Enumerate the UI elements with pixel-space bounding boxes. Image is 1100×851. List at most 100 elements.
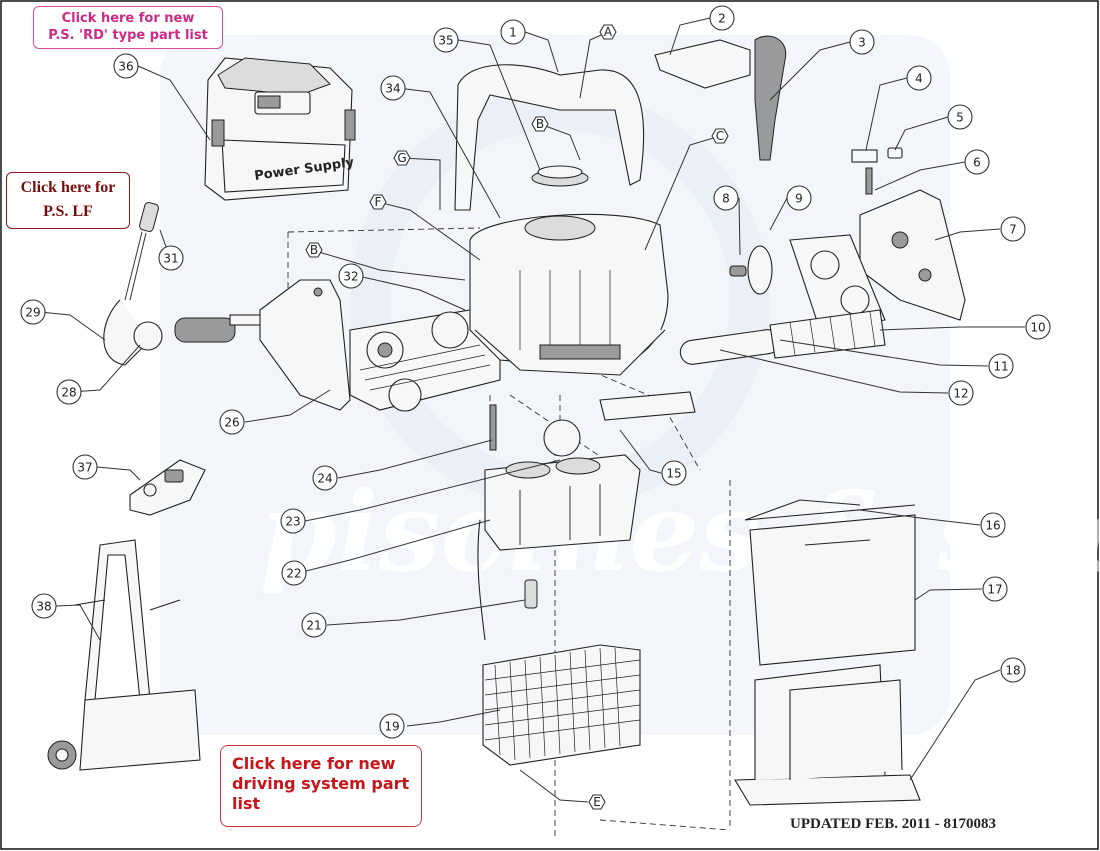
- callout-15-label: 15: [666, 467, 681, 481]
- callout-37-label: 37: [77, 461, 92, 475]
- callout-2-label: 2: [718, 12, 726, 26]
- callout-1-label: 1: [509, 26, 517, 40]
- callout-B-left-label: B: [310, 243, 318, 257]
- left-drive-assembly: [349, 309, 501, 412]
- callout-29: 29: [20, 299, 46, 325]
- callout-G-label: G: [397, 151, 406, 165]
- callout-26-label: 26: [224, 416, 239, 430]
- callout-34-label: 34: [385, 82, 400, 96]
- callout-E-label: E: [593, 795, 601, 809]
- callout-18: 18: [1000, 657, 1026, 683]
- callout-4-label: 4: [915, 72, 923, 86]
- ds-link-line1: Click here for new: [232, 754, 396, 773]
- callout-24-label: 24: [317, 472, 332, 486]
- callout-7: 7: [1000, 216, 1026, 242]
- filter-bag-assembly: [734, 499, 921, 806]
- remote-part: [129, 459, 206, 516]
- filter-basket-part: [482, 644, 641, 766]
- callout-28: 28: [56, 379, 82, 405]
- callout-23: 23: [280, 508, 306, 534]
- callout-4: 4: [906, 65, 932, 91]
- callout-6: 6: [964, 149, 990, 175]
- watermark-text: piscines & spas: [260, 467, 1100, 596]
- connector-part: [124, 202, 159, 301]
- callout-A: A: [599, 24, 617, 40]
- side-cover-right: [851, 147, 966, 321]
- callout-38-label: 38: [36, 600, 51, 614]
- plug-part: [524, 579, 538, 609]
- robot-body-part: [469, 213, 669, 376]
- callout-B-top-label: B: [536, 117, 544, 131]
- callout-24: 24: [312, 465, 338, 491]
- callout-22-label: 22: [286, 567, 301, 581]
- callout-31-label: 31: [163, 252, 178, 266]
- callout-16-label: 16: [985, 519, 1000, 533]
- callout-17-label: 17: [987, 583, 1002, 597]
- callout-29-label: 29: [25, 306, 40, 320]
- callout-9: 9: [786, 185, 812, 211]
- callout-6-label: 6: [973, 156, 981, 170]
- callout-23-label: 23: [285, 515, 300, 529]
- callout-3-label: 3: [858, 36, 866, 50]
- ps-lf-parts-link[interactable]: Click here for P.S. LF: [6, 172, 130, 229]
- callout-11: 11: [988, 353, 1014, 379]
- ds-link-line3: list: [232, 794, 261, 813]
- callout-18-label: 18: [1005, 664, 1020, 678]
- callout-5: 5: [947, 104, 973, 130]
- callout-21-label: 21: [306, 619, 321, 633]
- callout-38: 38: [31, 593, 57, 619]
- ps-rd-link-line2: P.S. 'RD' type part list: [48, 28, 208, 43]
- callout-A-label: A: [604, 25, 613, 39]
- driving-system-parts-link[interactable]: Click here for new driving system part l…: [220, 745, 422, 827]
- caddy-part: [47, 539, 201, 771]
- callout-21: 21: [301, 612, 327, 638]
- callout-12-label: 12: [953, 387, 968, 401]
- callout-C-label: C: [716, 129, 724, 143]
- callout-7-label: 7: [1009, 223, 1017, 237]
- callout-28-label: 28: [61, 386, 76, 400]
- callout-C: C: [711, 128, 729, 144]
- brush-part: [679, 309, 886, 365]
- callout-36: 36: [113, 53, 139, 79]
- cable-part: [103, 299, 286, 366]
- callout-B-left: B: [305, 242, 323, 258]
- callout-10-label: 10: [1030, 321, 1045, 335]
- callout-1: 1: [500, 19, 526, 45]
- callout-8-label: 8: [722, 192, 730, 206]
- power-supply-part: Power Supply: [204, 57, 356, 201]
- motor-unit-part: [477, 404, 641, 641]
- callout-3: 3: [849, 29, 875, 55]
- callout-22: 22: [281, 560, 307, 586]
- callout-31: 31: [158, 245, 184, 271]
- callout-E: E: [588, 794, 606, 810]
- ps-lf-link-line1: Click here for: [20, 179, 116, 196]
- callout-5-label: 5: [956, 111, 964, 125]
- callout-16: 16: [980, 512, 1006, 538]
- right-drive-assembly: [729, 234, 886, 331]
- callout-12: 12: [948, 380, 974, 406]
- callout-32: 32: [338, 263, 364, 289]
- callout-F-label: F: [375, 195, 382, 209]
- ps-rd-parts-link[interactable]: Click here for new P.S. 'RD' type part l…: [33, 6, 223, 49]
- leader-lines: [39, 17, 1025, 803]
- cap-part: [531, 165, 589, 187]
- callout-36-label: 36: [118, 60, 133, 74]
- callout-15: 15: [661, 460, 687, 486]
- callout-F: F: [369, 194, 387, 210]
- callout-11-label: 11: [993, 360, 1008, 374]
- callout-8: 8: [713, 185, 739, 211]
- callout-2: 2: [709, 5, 735, 31]
- callout-26: 26: [219, 409, 245, 435]
- callout-35-label: 35: [438, 34, 453, 48]
- callout-19-label: 19: [384, 720, 399, 734]
- callout-B-top: B: [531, 116, 549, 132]
- handle-grip-part: [654, 35, 787, 161]
- callout-9-label: 9: [795, 192, 803, 206]
- callout-37: 37: [72, 454, 98, 480]
- ds-link-line2: driving system part: [232, 774, 410, 793]
- ps-lf-link-line2: P.S. LF: [43, 203, 93, 220]
- updated-note: UPDATED FEB. 2011 - 8170083: [790, 816, 996, 832]
- callout-G: G: [393, 150, 411, 166]
